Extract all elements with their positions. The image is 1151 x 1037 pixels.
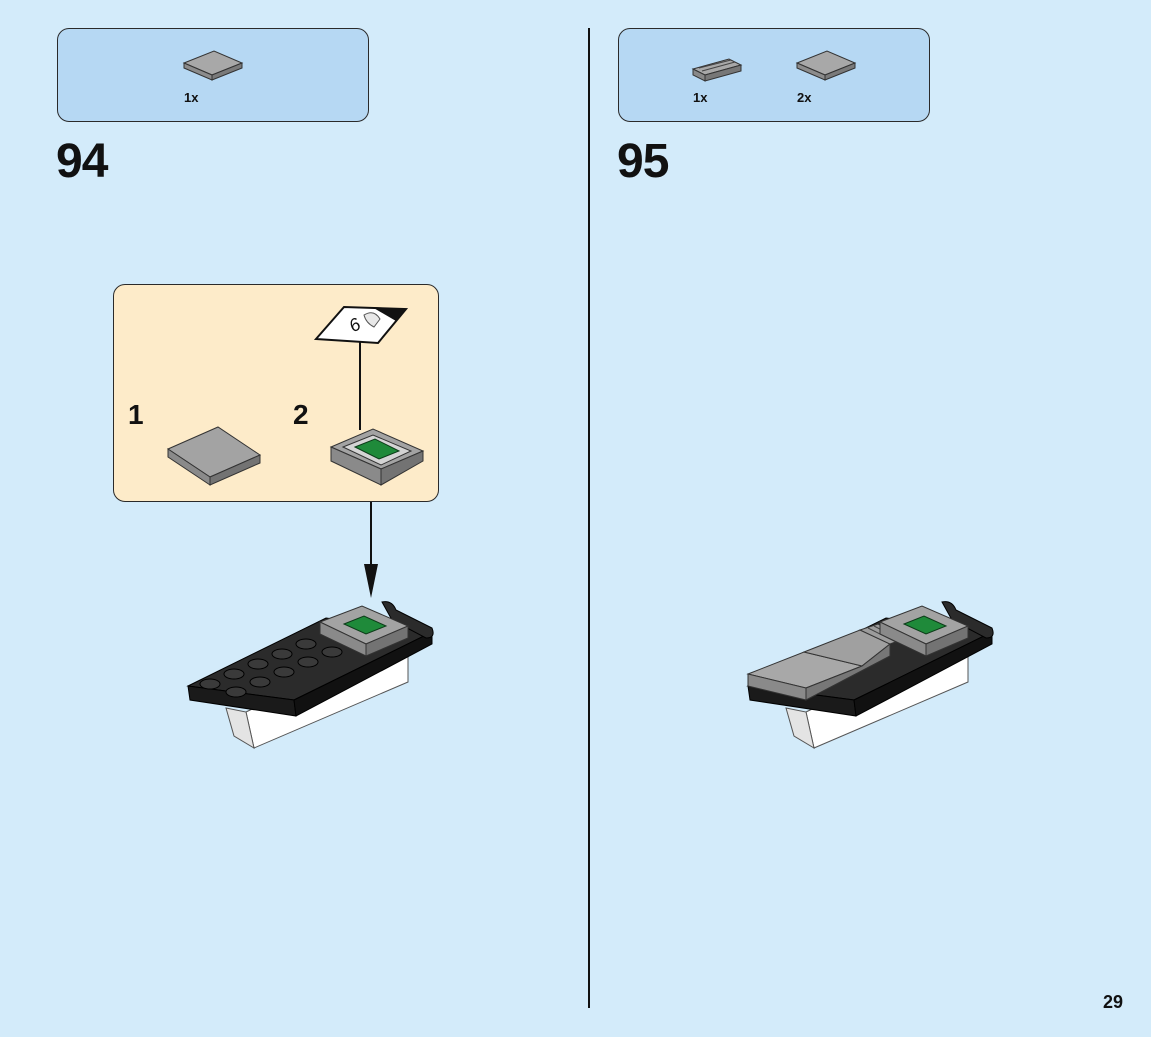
part-qty: 2x — [797, 90, 812, 105]
step-number: 94 — [56, 135, 108, 188]
step-95-model-render — [746, 601, 994, 750]
sub-step-number: 1 — [128, 399, 144, 430]
step-94-parts-list: 1x — [57, 28, 369, 122]
page-number: 29 — [1102, 992, 1123, 1012]
part-qty: 1x — [184, 90, 199, 105]
step-number: 95 — [617, 135, 669, 188]
part-qty: 1x — [693, 90, 708, 105]
step-94-model-render — [186, 601, 434, 750]
flat-tile-2x2-gray-icon — [795, 50, 857, 81]
callout-line — [359, 342, 361, 430]
tile-with-green-sticker-icon — [329, 428, 425, 486]
sub-assembly-callout: 1 2 6 — [113, 284, 439, 502]
assembly-arrow — [364, 502, 378, 598]
flat-tile-2x2-gray-icon — [182, 50, 244, 81]
sticker-sheet-icon — [313, 305, 409, 345]
flat-tile-2x2-gray-icon — [166, 426, 262, 486]
page-divider — [588, 28, 590, 1008]
sub-step-number: 2 — [293, 399, 309, 430]
step-95-parts-list: 1x 2x — [618, 28, 930, 122]
grille-tile-1x2-gray-icon — [691, 58, 743, 82]
